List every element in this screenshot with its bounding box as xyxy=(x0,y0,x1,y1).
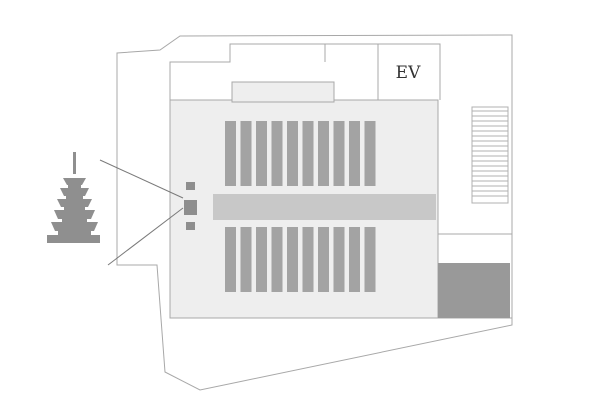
central-aisle xyxy=(213,194,436,220)
entrance-marker xyxy=(186,182,195,190)
seat-row xyxy=(333,121,345,186)
entrance-marker xyxy=(184,200,197,215)
seat-rows-upper xyxy=(225,121,376,186)
staircase-icon xyxy=(471,106,509,204)
seat-row xyxy=(302,121,314,186)
seat-row xyxy=(240,121,252,186)
stairs-frame xyxy=(471,106,509,204)
seat-row xyxy=(240,227,252,292)
seat-row xyxy=(349,121,360,186)
seat-row xyxy=(287,121,298,186)
seat-row xyxy=(302,227,314,292)
seat-row xyxy=(225,227,236,292)
seat-rows-lower xyxy=(225,227,376,292)
stage-platform xyxy=(231,81,335,103)
seat-row xyxy=(364,121,376,186)
entrance-marker xyxy=(186,222,195,230)
building-outline xyxy=(169,43,441,100)
five-story-pagoda-icon xyxy=(47,152,100,243)
site-boundary xyxy=(116,34,513,391)
seat-row xyxy=(287,227,298,292)
callout-line xyxy=(107,207,184,266)
seat-row xyxy=(349,227,360,292)
seat-row xyxy=(318,121,329,186)
seat-row xyxy=(225,121,236,186)
seat-row xyxy=(271,227,283,292)
seat-row xyxy=(256,227,267,292)
seat-row xyxy=(364,227,376,292)
seat-row xyxy=(271,121,283,186)
seat-row xyxy=(256,121,267,186)
seat-row xyxy=(333,227,345,292)
storage-block xyxy=(438,263,510,318)
callout-line xyxy=(99,159,184,199)
elevator-label: EV xyxy=(396,63,421,83)
seat-row xyxy=(318,227,329,292)
